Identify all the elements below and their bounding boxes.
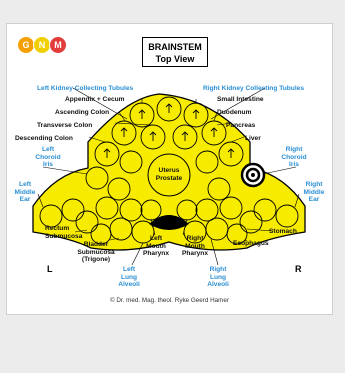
label-left-choroid-line-3: Iris bbox=[43, 161, 53, 169]
label-bladder-submucosa: Bladder Submucosa (Trigone) bbox=[77, 241, 114, 264]
label-duodenum: Duodenum bbox=[217, 109, 252, 116]
side-label-left: L bbox=[47, 264, 53, 274]
label-left-lung-line-2: Lung bbox=[120, 273, 138, 281]
label-esophagus: Esophagus bbox=[233, 240, 269, 247]
label-left-mouth-line-2: Mouth bbox=[146, 242, 166, 250]
target-icon bbox=[240, 162, 266, 188]
label-right-choroid-line-3: Iris bbox=[289, 161, 299, 169]
label-right-middle-ear: Right Middle Ear bbox=[304, 181, 325, 204]
label-uterus-prostate: Uterus Prostate bbox=[156, 167, 182, 182]
label-left-lung-line-1: Left bbox=[122, 266, 136, 273]
gnm-logo: G N M bbox=[17, 36, 67, 54]
label-left-ear-line-2: Middle bbox=[14, 188, 36, 196]
label-right-choroid-iris: Right Choroid Iris bbox=[281, 146, 306, 169]
label-left-mouth-line-1: Left bbox=[149, 235, 163, 242]
copyright-notice: © Dr. med. Mag. theol. Ryke Geerd Hamer bbox=[109, 297, 230, 304]
label-rectum-line-2: Submucosa bbox=[45, 232, 83, 240]
label-right-choroid-line-2: Choroid bbox=[281, 153, 307, 161]
label-small-intestine: Small Intestine bbox=[217, 96, 264, 103]
label-left-kidney: Left Kidney Collecting Tubules bbox=[37, 85, 134, 92]
label-transverse-colon: Transverse Colon bbox=[37, 122, 93, 129]
label-pancreas: Pancreas bbox=[226, 122, 256, 129]
label-left-choroid-line-1: Left bbox=[41, 146, 55, 153]
label-left-choroid-line-2: Choroid bbox=[35, 153, 61, 161]
label-left-ear-line-1: Left bbox=[18, 181, 32, 188]
diagram-card: G N M BRAINSTEM Top View bbox=[6, 23, 333, 315]
label-right-mouth-pharynx: Right Mouth Pharynx bbox=[182, 235, 208, 258]
label-right-lung-line-3: Alveoli bbox=[207, 281, 229, 289]
label-bladder-line-3: (Trigone) bbox=[81, 256, 111, 264]
label-right-mouth-line-3: Pharynx bbox=[181, 250, 209, 258]
label-right-choroid-line-1: Right bbox=[285, 146, 303, 153]
title-line-2: Top View bbox=[155, 54, 195, 64]
label-left-lung-alveoli: Left Lung Alveoli bbox=[118, 266, 140, 289]
label-left-lung-line-3: Alveoli bbox=[118, 281, 140, 289]
side-label-right: R bbox=[295, 264, 302, 274]
uterus-circle bbox=[147, 153, 191, 197]
label-left-choroid-iris: Left Choroid Iris bbox=[35, 146, 60, 169]
label-stomach: Stomach bbox=[269, 228, 297, 235]
label-right-lung-alveoli: Right Lung Alveoli bbox=[207, 266, 229, 289]
label-bladder-line-2: Submucosa bbox=[77, 248, 115, 256]
label-left-mouth-line-3: Pharynx bbox=[142, 250, 170, 258]
logo-letter-m: M bbox=[49, 36, 67, 54]
label-right-ear-line-3: Ear bbox=[308, 196, 320, 204]
label-uterus-line-2: Prostate bbox=[155, 174, 183, 182]
label-right-ear-line-1: Right bbox=[305, 181, 323, 188]
label-rectum-submucosa: Rectum Submucosa bbox=[45, 225, 82, 240]
title-line-1: BRAINSTEM bbox=[148, 42, 202, 52]
label-appendix: Appendix + Cecum bbox=[65, 96, 125, 103]
brainstem-drawing bbox=[32, 87, 306, 266]
label-left-ear-line-3: Ear bbox=[19, 196, 31, 204]
label-bladder-line-1: Bladder bbox=[83, 241, 109, 248]
label-ascending-colon: Ascending Colon bbox=[55, 109, 110, 116]
label-left-mouth-pharynx: Left Mouth Pharynx bbox=[143, 235, 169, 258]
label-uterus-line-1: Uterus bbox=[158, 167, 180, 174]
label-right-kidney: Right Kidney Collecting Tubules bbox=[203, 85, 304, 92]
dark-crescent bbox=[149, 215, 189, 230]
label-right-ear-line-2: Middle bbox=[303, 188, 325, 196]
label-rectum-line-1: Rectum bbox=[45, 225, 70, 232]
label-liver: Liver bbox=[245, 135, 261, 142]
label-right-lung-line-2: Lung bbox=[209, 273, 227, 281]
label-right-mouth-line-2: Mouth bbox=[185, 242, 205, 250]
label-right-lung-line-1: Right bbox=[209, 266, 227, 273]
title-box: BRAINSTEM Top View bbox=[142, 37, 208, 67]
label-left-middle-ear: Left Middle Ear bbox=[15, 181, 36, 204]
label-descending-colon: Descending Colon bbox=[15, 135, 73, 142]
label-right-mouth-line-1: Right bbox=[186, 235, 204, 242]
